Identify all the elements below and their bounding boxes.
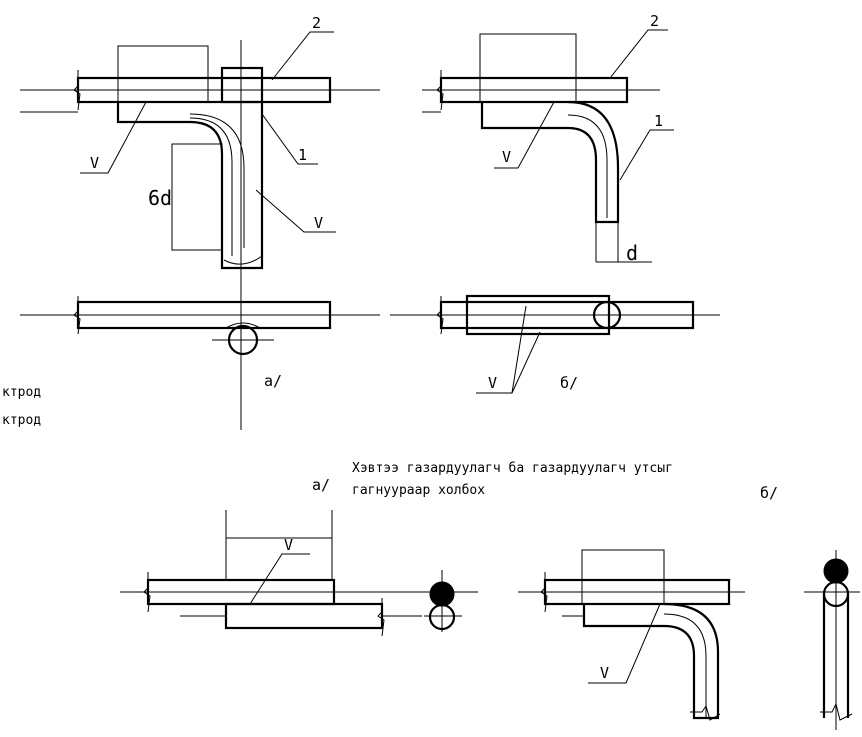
label-variant-b-1: б/	[560, 374, 578, 392]
legend-line-2: ктрод	[2, 413, 41, 428]
bent-strip	[116, 102, 264, 270]
leader-v-1	[80, 101, 147, 174]
caption-line-2: гагнуураар холбох	[352, 483, 485, 498]
label-variant-a-1: а/	[264, 372, 282, 390]
label-variant-b-2: б/	[760, 484, 778, 502]
label-variant-a-2: а/	[312, 476, 330, 494]
section-left: а/	[20, 296, 380, 390]
weld-zone	[117, 45, 209, 103]
view-top-right: d V 2 1	[422, 12, 674, 265]
leader-v-2	[255, 189, 336, 233]
view-bottom-right: V	[518, 549, 860, 730]
break-mark	[73, 70, 81, 111]
label-d: d	[626, 241, 638, 265]
label-pos2-a: 2	[312, 14, 321, 32]
leader-2	[271, 31, 334, 81]
label-6d: 6d	[148, 186, 172, 210]
label-pos1-a: 1	[298, 146, 307, 164]
label-weld-3: V	[502, 148, 511, 166]
dimension-6d	[171, 143, 223, 251]
legend-line-1: ктрод	[2, 385, 41, 400]
label-weld-1: V	[90, 154, 99, 172]
view-top-left: 6d V 2 1 V	[20, 14, 380, 430]
weld-seam-dot	[429, 581, 455, 607]
label-weld-6: V	[600, 664, 609, 682]
leader-1	[261, 113, 318, 165]
vertical-strip-top	[220, 66, 264, 104]
view-bottom-left: V	[120, 510, 478, 637]
label-pos2-b: 2	[650, 12, 659, 30]
label-pos1-b: 1	[654, 112, 663, 130]
section-right: V б/	[390, 294, 720, 394]
label-weld-4: V	[488, 374, 497, 392]
label-weld-5: V	[284, 536, 293, 554]
label-weld-2: V	[314, 214, 323, 232]
caption-line-1: Хэвтээ газардуулагч ба газардуулагч утсы…	[352, 461, 673, 476]
